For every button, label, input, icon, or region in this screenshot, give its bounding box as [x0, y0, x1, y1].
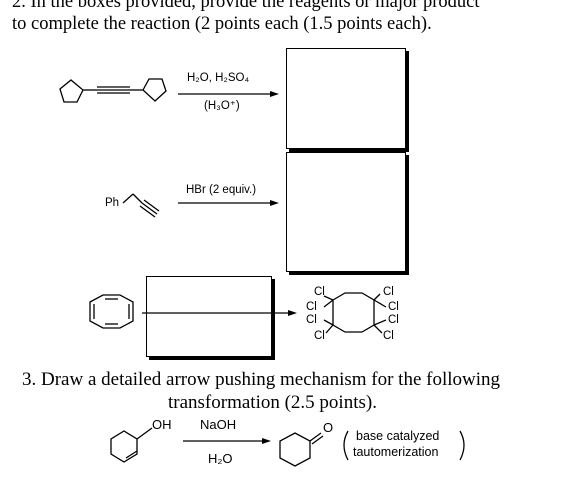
- open-paren: [343, 430, 349, 461]
- carbonyl-oxygen-label: O: [323, 420, 334, 435]
- chloro-label: Cl: [314, 330, 325, 342]
- reaction-4-reagent-bottom: H₂O: [208, 451, 233, 466]
- chloro-label: Cl: [388, 314, 399, 326]
- question-3-line-2: transformation (2.5 points).: [168, 392, 377, 413]
- close-paren: [459, 430, 465, 461]
- chloro-label: Cl: [314, 286, 325, 298]
- cyclopentane-left: [59, 79, 84, 103]
- question-2-line-1: 2. In the boxes provided, provide the re…: [12, 0, 480, 12]
- note-line-1: base catalyzed: [356, 429, 440, 443]
- phenyl-label: Ph: [105, 197, 120, 209]
- reaction-1-reagent-top: H₂O, H₂SO₄: [187, 72, 250, 84]
- cyclohexenol-ring: [110, 430, 138, 463]
- chloro-label: Cl: [383, 330, 394, 342]
- reaction-4-reagent-top: NaOH: [200, 417, 237, 432]
- answer-box-2[interactable]: [286, 152, 406, 272]
- chloro-label: Cl: [383, 286, 394, 298]
- chloro-label: Cl: [306, 301, 317, 313]
- hydroxyl-label: OH: [152, 417, 172, 432]
- question-3-line-1: 3. Draw a detailed arrow pushing mechani…: [22, 369, 501, 390]
- octachlorocyclooctane: [332, 292, 375, 333]
- cyclohexanone-ring: [279, 432, 311, 467]
- chloro-label: Cl: [388, 301, 399, 313]
- question-2-line-2: to complete the reaction (2 points each …: [12, 14, 432, 34]
- reaction-1-reagent-bottom: (H₃O⁺): [204, 100, 240, 112]
- chloro-label: Cl: [306, 314, 317, 326]
- reaction-2-reagent-top: HBr (2 equiv.): [186, 184, 257, 196]
- answer-box-3[interactable]: [146, 276, 272, 357]
- note-line-2: tautomerization: [353, 445, 439, 459]
- cyclooctatetraene: [89, 294, 134, 329]
- cyclopentane-right: [142, 78, 167, 102]
- answer-box-1[interactable]: [286, 48, 406, 149]
